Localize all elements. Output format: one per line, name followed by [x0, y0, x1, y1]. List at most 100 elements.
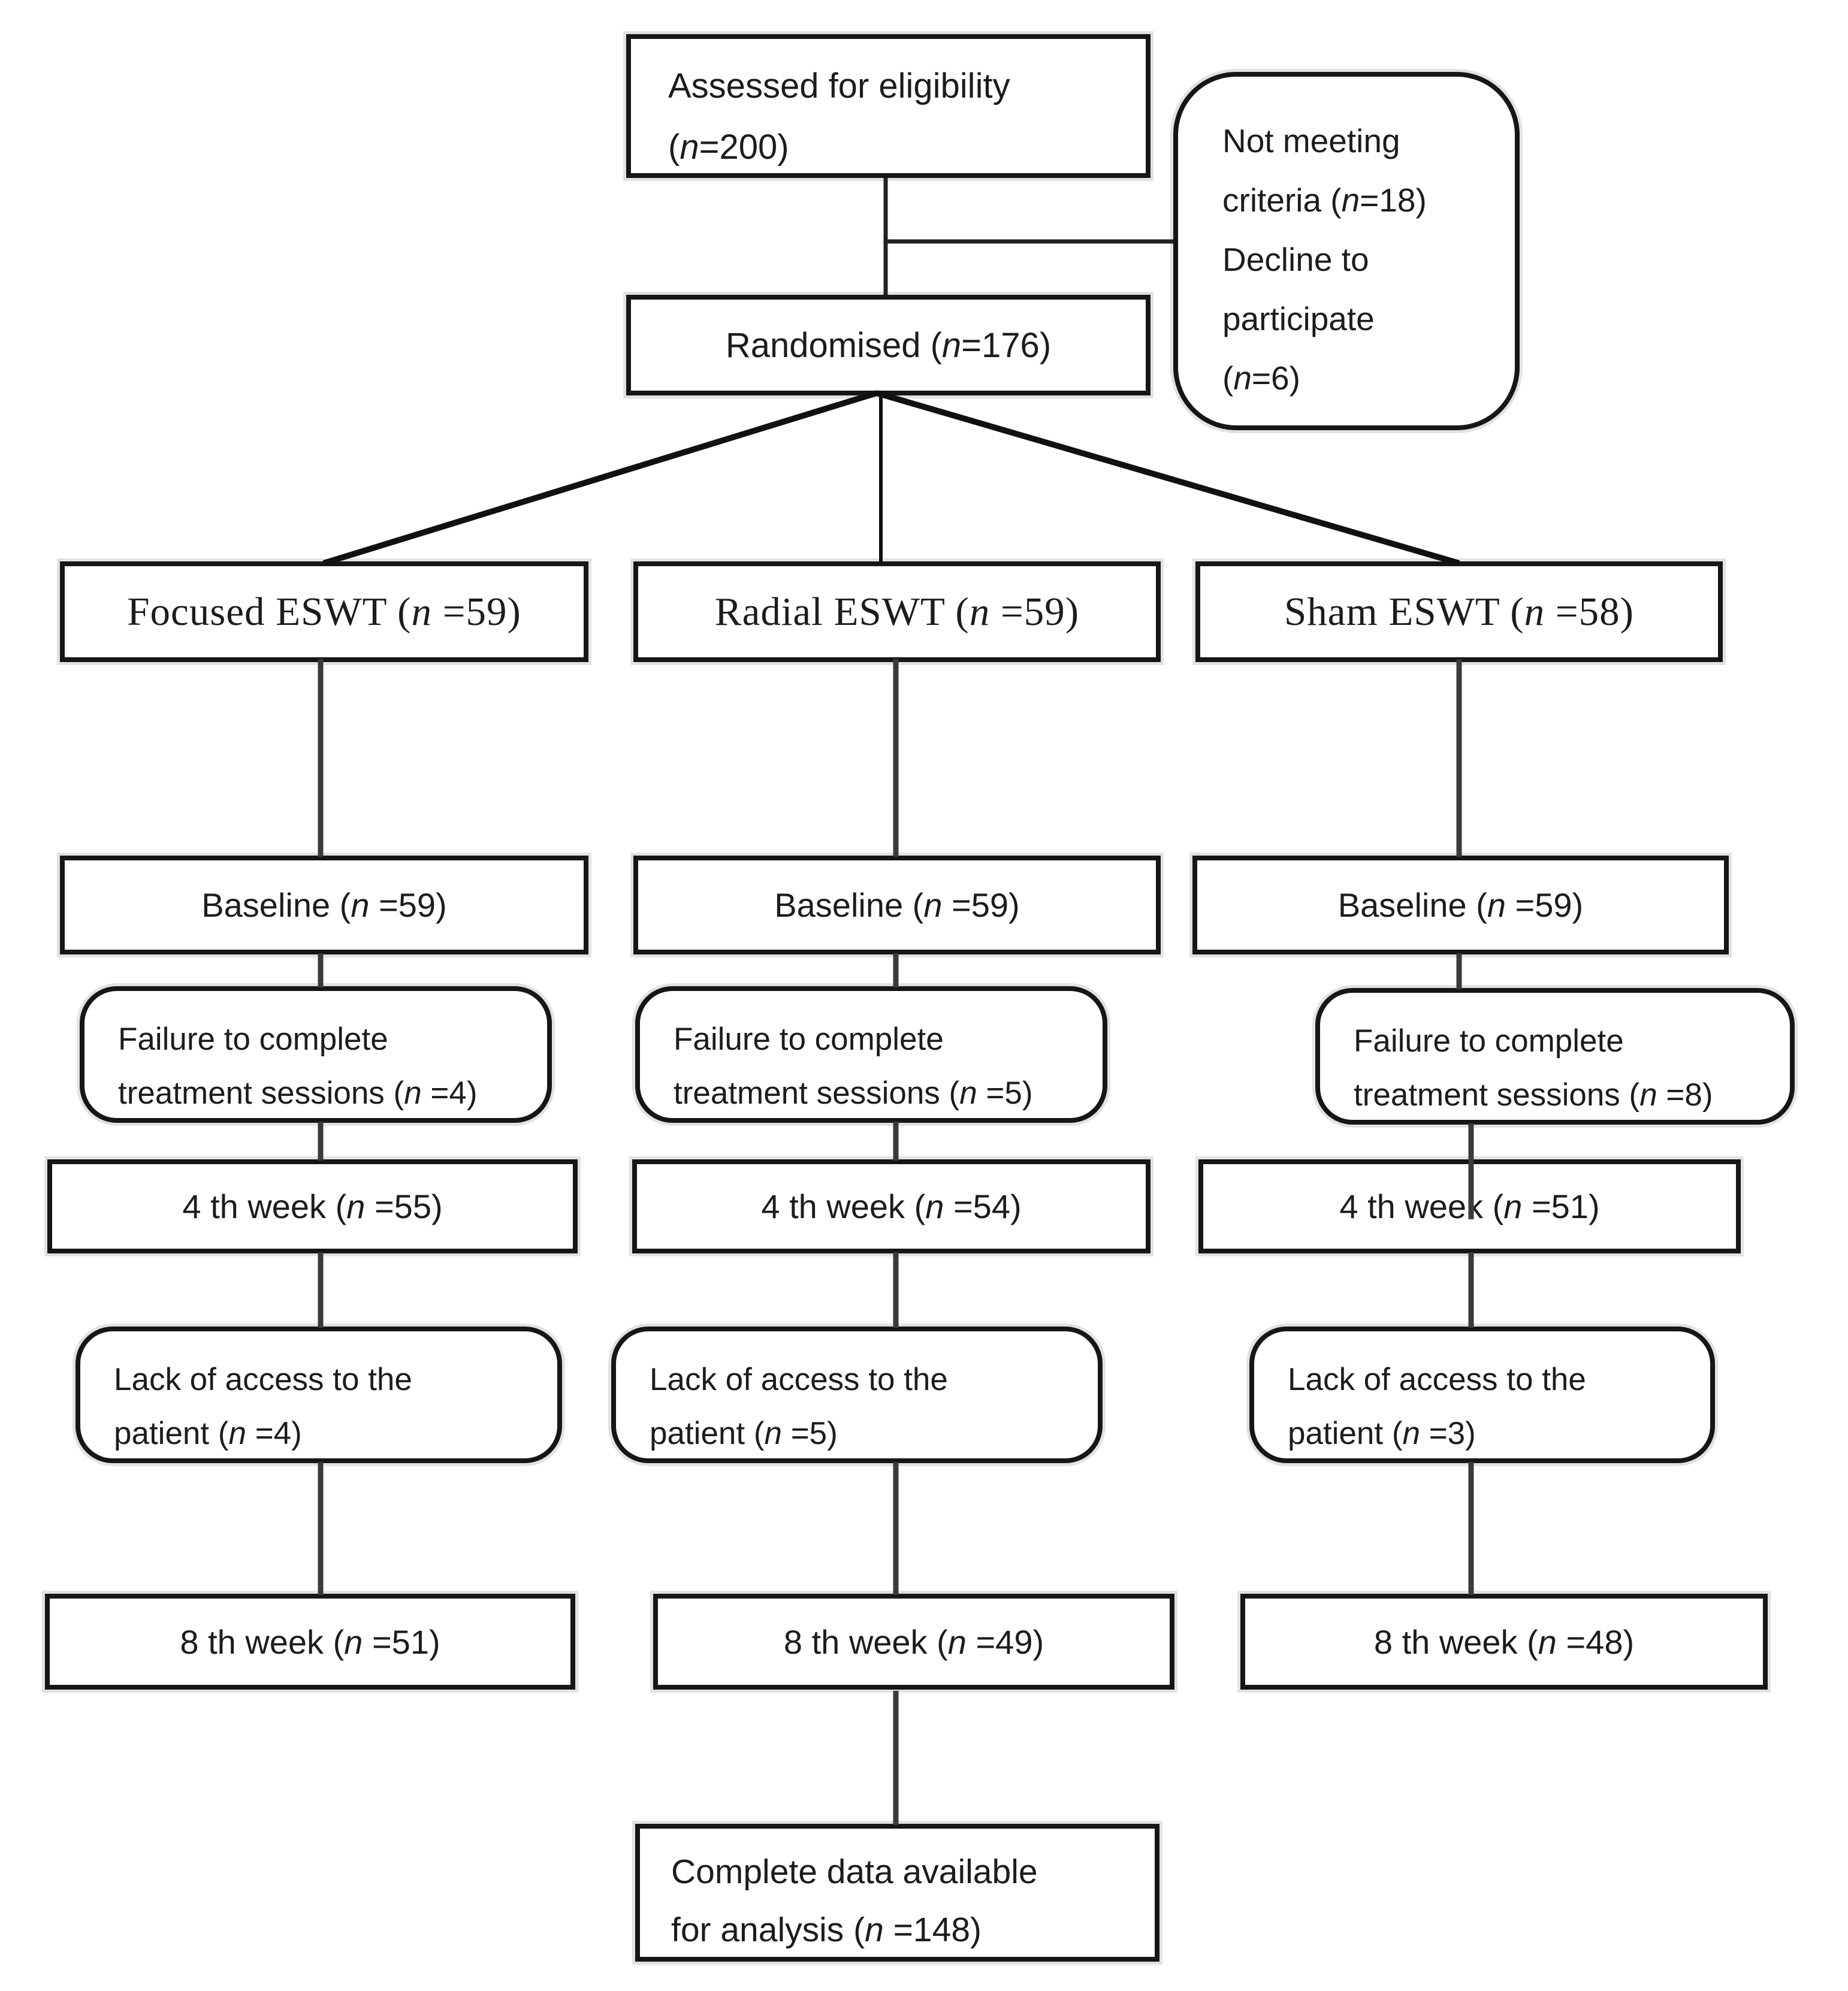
baseline-label: Baseline (n =59) [201, 886, 446, 924]
label-pre: 8 th week ( [1373, 1623, 1538, 1661]
week4-label: 4 th week (n =55) [182, 1187, 442, 1226]
failure-line2: treatment sessions (n =8) [1354, 1068, 1772, 1122]
randomised-box: Randomised (n=176) [626, 295, 1151, 395]
arm-header-sham: Sham ESWT (n =58) [1195, 561, 1723, 662]
label-post: =58) [1545, 589, 1634, 634]
lack-line1: Lack of access to the [650, 1362, 948, 1397]
label-pre: treatment sessions ( [118, 1075, 404, 1111]
n-italic: n [1538, 1623, 1557, 1661]
lack-line1: Lack of access to the [1288, 1362, 1586, 1397]
assessed-box: Assessed for eligibility (n=200) [626, 34, 1151, 178]
label-pre: ( [668, 128, 680, 167]
n-italic: n [346, 1188, 366, 1225]
week4-box-sham: 4 th week (n =51) [1198, 1159, 1741, 1253]
lack-line1: Lack of access to the [114, 1362, 412, 1397]
label-pre: 4 th week ( [182, 1188, 347, 1225]
label-post: =51) [363, 1623, 440, 1661]
arm-header-label: Radial ESWT (n =59) [715, 589, 1079, 635]
failure-line1: Failure to complete [674, 1022, 944, 1057]
label-post: =3) [1420, 1416, 1476, 1451]
n-italic: n [925, 1188, 944, 1225]
failure-line1: Failure to complete [118, 1022, 388, 1057]
label-post: =5) [782, 1416, 838, 1451]
label-pre: ( [1222, 359, 1234, 397]
failure-line1: Failure to complete [1354, 1023, 1624, 1059]
assessed-line1: Assessed for eligibility [668, 67, 1010, 105]
n-italic: n [1524, 589, 1545, 634]
complete-line1: Complete data available [671, 1853, 1038, 1891]
n-italic: n [923, 886, 943, 924]
label-pre: Baseline ( [1337, 886, 1487, 924]
label-post: =59) [1505, 886, 1584, 924]
label-pre: patient ( [1288, 1416, 1403, 1451]
randomised-label: Randomised (n=176) [726, 325, 1051, 365]
label-post: =200) [699, 128, 789, 167]
week8-label: 8 th week (n =48) [1374, 1623, 1634, 1661]
n-italic: n [947, 1623, 967, 1661]
week4-box-focused: 4 th week (n =55) [47, 1159, 578, 1253]
label-post: =4) [246, 1416, 302, 1451]
label-post: =148) [883, 1911, 982, 1949]
label-pre: patient ( [114, 1416, 229, 1451]
n-italic: n [1503, 1188, 1523, 1225]
arm-header-label: Sham ESWT (n =58) [1284, 589, 1634, 635]
label-post: =51) [1522, 1188, 1600, 1225]
exclusion-note-box: Not meeting criteria (n=18) Decline to p… [1173, 72, 1520, 430]
label-post: =49) [966, 1623, 1044, 1661]
label-post: =59) [431, 589, 521, 634]
label-pre: Baseline ( [201, 886, 351, 924]
week8-box-sham: 8 th week (n =48) [1240, 1594, 1768, 1690]
label-pre: 8 th week ( [180, 1623, 345, 1661]
exclusion-line1: Not meeting [1222, 122, 1400, 159]
n-italic: n [351, 886, 370, 924]
failure-box-focused: Failure to complete treatment sessions (… [80, 986, 552, 1123]
failure-line2: treatment sessions (n =4) [118, 1067, 529, 1120]
label-post: =59) [369, 886, 447, 924]
connector-randomised-focused [322, 390, 878, 566]
label-post: =18) [1360, 182, 1427, 219]
week8-label: 8 th week (n =51) [180, 1623, 440, 1661]
arm-header-label: Focused ESWT (n =59) [127, 589, 521, 635]
failure-box-radial: Failure to complete treatment sessions (… [635, 986, 1107, 1123]
label-post: =54) [944, 1188, 1022, 1225]
label-pre: 4 th week ( [761, 1188, 926, 1225]
baseline-box-radial: Baseline (n =59) [633, 856, 1161, 954]
baseline-label: Baseline (n =59) [774, 886, 1019, 924]
n-italic: n [344, 1623, 363, 1661]
week8-label: 8 th week (n =49) [784, 1623, 1044, 1661]
label-pre: treatment sessions ( [1354, 1077, 1640, 1113]
lack-line2: patient (n =4) [114, 1407, 539, 1461]
label-post: =59) [942, 886, 1020, 924]
complete-line2: for analysis (n =148) [671, 1901, 1143, 1959]
n-italic: n [969, 589, 991, 634]
n-italic: n [865, 1911, 884, 1949]
failure-box-sham: Failure to complete treatment sessions (… [1315, 988, 1795, 1125]
baseline-label: Baseline (n =59) [1338, 886, 1583, 924]
week4-label: 4 th week (n =51) [1339, 1187, 1599, 1226]
n-italic: n [411, 589, 432, 634]
n-italic: n [1487, 886, 1506, 924]
n-italic: n [680, 128, 699, 167]
label-pre: Baseline ( [774, 886, 924, 924]
label-post: =48) [1556, 1623, 1635, 1661]
complete-data-box: Complete data available for analysis (n … [635, 1824, 1159, 1962]
exclusion-line2: criteria (n=18) [1222, 171, 1503, 230]
lack-box-sham: Lack of access to the patient (n =3) [1249, 1327, 1715, 1463]
n-italic: n [764, 1416, 782, 1451]
exclusion-line5: (n=6) [1222, 349, 1503, 408]
label-post: =176) [961, 325, 1052, 365]
label-pre: Sham ESWT ( [1284, 589, 1524, 634]
exclusion-line3: Decline to [1222, 241, 1369, 278]
lack-line2: patient (n =5) [650, 1407, 1080, 1461]
failure-line2: treatment sessions (n =5) [674, 1067, 1085, 1120]
label-pre: for analysis ( [671, 1911, 865, 1949]
label-pre: 8 th week ( [783, 1623, 948, 1661]
label-post: =5) [977, 1075, 1033, 1111]
n-italic: n [959, 1075, 977, 1111]
arm-header-focused: Focused ESWT (n =59) [60, 561, 588, 662]
week8-box-focused: 8 th week (n =51) [45, 1594, 575, 1690]
lack-box-radial: Lack of access to the patient (n =5) [611, 1327, 1103, 1463]
n-italic: n [941, 325, 962, 365]
lack-line2: patient (n =3) [1288, 1407, 1692, 1461]
